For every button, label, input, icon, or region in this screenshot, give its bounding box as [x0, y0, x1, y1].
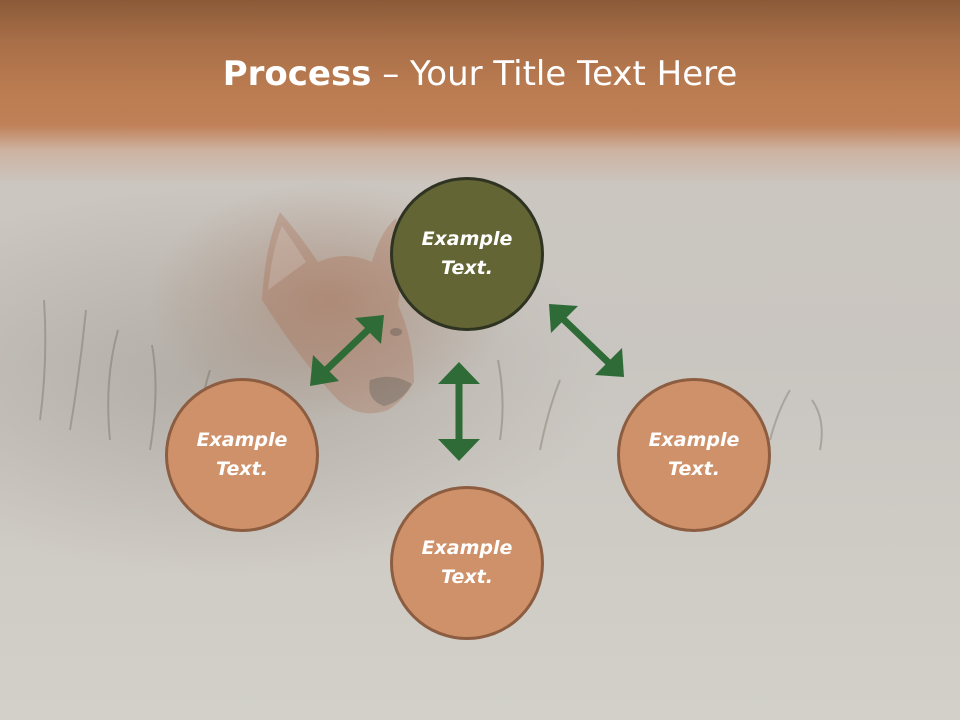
arrowhead-left-top-lower	[310, 355, 339, 386]
arrowhead-top-right-lower	[595, 348, 624, 377]
process-node-right: Example Text.	[617, 378, 771, 532]
title-rest-text: – Your Title Text Here	[371, 54, 738, 94]
process-node-right-label: Example Text.	[648, 429, 740, 480]
fox-silhouette	[262, 212, 414, 414]
arrowhead-center-bottom	[438, 439, 480, 461]
slide-title: Process – Your Title Text Here	[0, 52, 960, 96]
arrowhead-center-top	[438, 362, 480, 384]
process-node-top-label: Example Text.	[421, 228, 513, 279]
arrowhead-left-top-upper	[355, 315, 384, 344]
arrow-top-right	[559, 315, 613, 367]
arrowhead-top-right-upper	[549, 304, 578, 333]
process-node-bottom: Example Text.	[390, 486, 544, 640]
process-node-top: Example Text.	[390, 177, 544, 331]
process-node-left: Example Text.	[165, 378, 319, 532]
process-node-left-label: Example Text.	[196, 429, 288, 480]
process-node-bottom-label: Example Text.	[421, 537, 513, 588]
title-bold-text: Process	[222, 54, 372, 94]
arrow-left-top	[321, 325, 373, 375]
